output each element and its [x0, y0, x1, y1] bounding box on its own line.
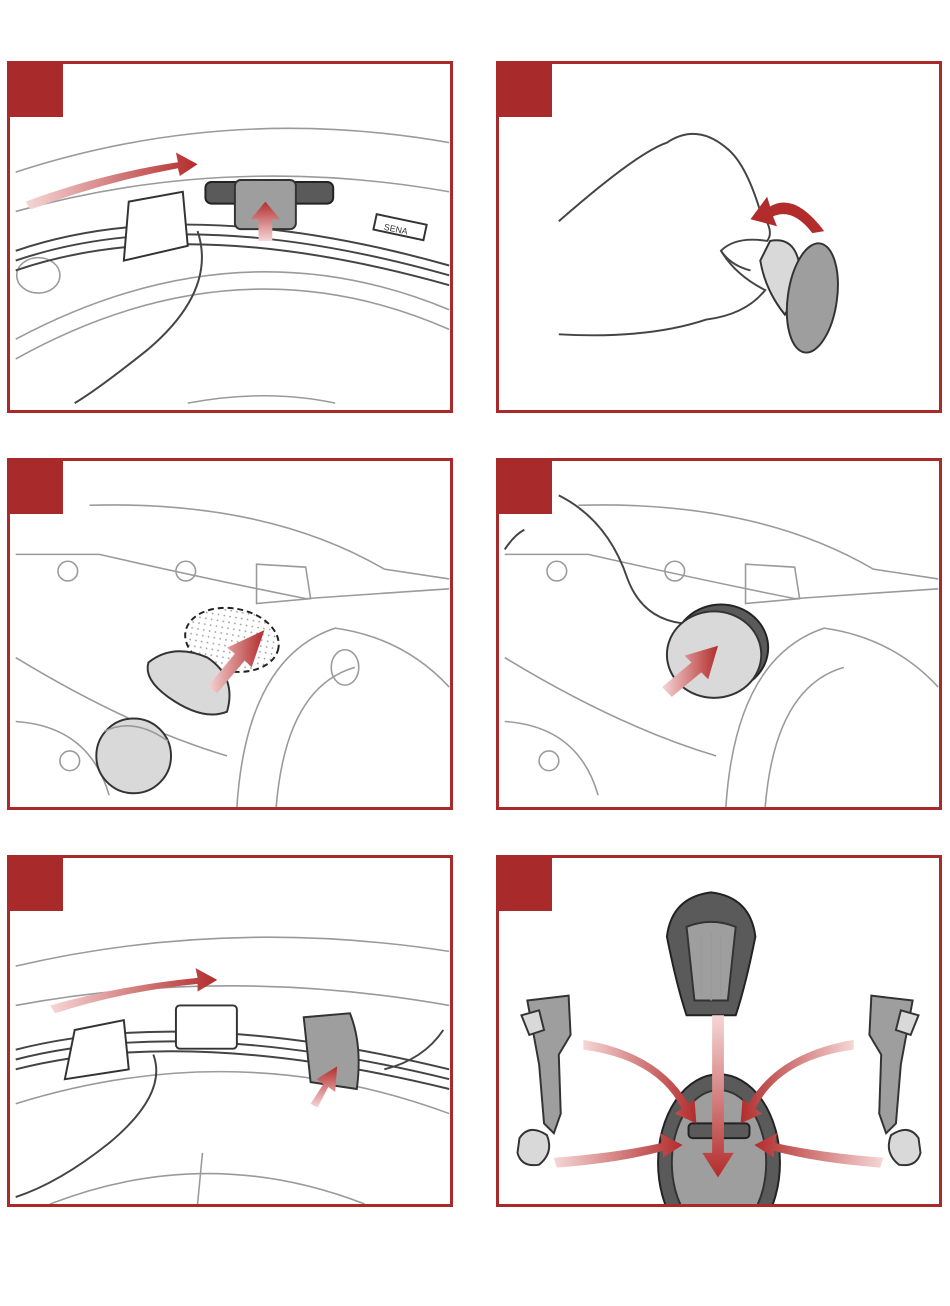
cable-clip-illustration: SENA [10, 64, 450, 410]
peel-adhesive-illustration [499, 64, 939, 410]
attach-pad-illustration [10, 461, 450, 807]
step-panel-6 [496, 855, 942, 1207]
peel-arrow [750, 197, 824, 233]
step-number-badge [499, 64, 552, 117]
step-panel-2 [496, 61, 942, 413]
reinstall-liners-illustration [499, 858, 939, 1204]
arrow-left-cheek [583, 1040, 696, 1124]
step-panel-3 [7, 458, 453, 810]
step-number-badge [10, 858, 63, 911]
step-number-badge [499, 461, 552, 514]
velcro-clip [124, 192, 188, 261]
step-number-badge [10, 64, 63, 117]
velcro-pad [176, 1005, 237, 1048]
step-panel-1: SENA [7, 61, 453, 413]
step-number-badge [499, 858, 552, 911]
step-panel-4 [496, 458, 942, 810]
left-ear-pad [517, 1130, 549, 1165]
right-ear-pad [889, 1130, 921, 1165]
arrow-right-cheek [741, 1040, 854, 1124]
step-number-badge [10, 461, 63, 514]
velcro-clip [65, 1020, 129, 1079]
attach-speaker-illustration [499, 461, 939, 807]
step-panel-5 [7, 855, 453, 1207]
close-clip-illustration [10, 858, 450, 1204]
